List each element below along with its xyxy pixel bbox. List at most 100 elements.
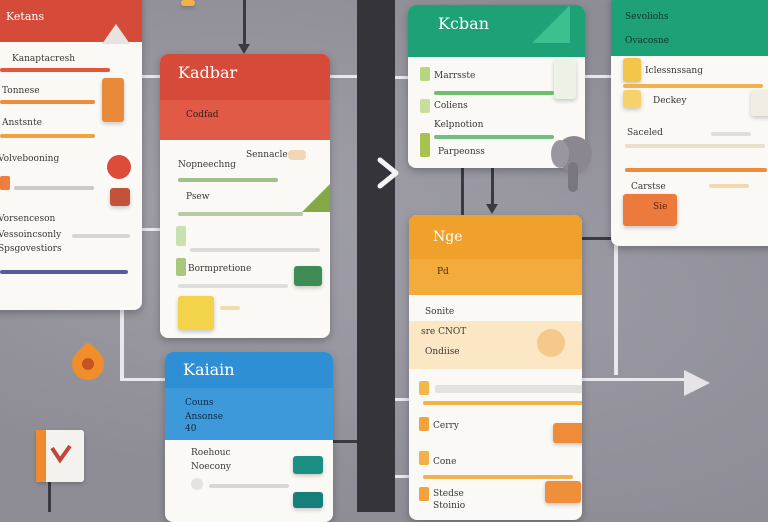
flag-icon bbox=[102, 24, 130, 44]
card-header: Kadbar Codfad bbox=[160, 54, 330, 140]
map-pin-icon bbox=[65, 341, 111, 408]
row-bar bbox=[178, 284, 288, 288]
card-title: Kaiain bbox=[183, 360, 235, 379]
row-bar bbox=[0, 68, 110, 72]
row-label: Kanaptacresh bbox=[12, 54, 76, 64]
folder-icon bbox=[293, 492, 323, 508]
connector bbox=[48, 480, 51, 512]
connector bbox=[395, 475, 411, 478]
card-red-left[interactable]: Ketans Kanaptacresh Tonnese Anstsnte Vol… bbox=[0, 0, 142, 310]
speech-bubble-icon bbox=[288, 150, 306, 160]
row-label: Parpeonss bbox=[438, 147, 485, 157]
row-bar bbox=[72, 234, 130, 238]
row-label: Sennacle bbox=[246, 150, 288, 160]
arrow-icon bbox=[684, 370, 710, 396]
note-card bbox=[181, 0, 195, 6]
row-bar bbox=[423, 401, 582, 405]
row-label: Ondiise bbox=[425, 347, 460, 357]
note-card bbox=[623, 90, 641, 108]
map-pin-icon bbox=[537, 329, 565, 357]
connector bbox=[333, 440, 363, 443]
row-chip bbox=[0, 176, 10, 190]
connector bbox=[582, 237, 612, 240]
card-header: Nge Pd bbox=[409, 215, 582, 295]
row-label: Cerry bbox=[433, 421, 459, 431]
row-chip bbox=[420, 133, 430, 157]
card-header: Sevoliohs Ovacosne bbox=[611, 0, 768, 56]
card-red-center[interactable]: Kadbar Codfad Sennacle Nopneechng Psew B… bbox=[160, 54, 330, 338]
row-bar bbox=[423, 475, 573, 479]
row-label: Psew bbox=[186, 192, 210, 202]
connector bbox=[395, 398, 411, 401]
row-bar bbox=[190, 248, 320, 252]
center-divider bbox=[357, 0, 395, 512]
row-label: Volvebooning bbox=[0, 154, 60, 164]
card-orange[interactable]: Nge Pd Sonite sre CNOT Ondiise Cerry Con… bbox=[409, 215, 582, 520]
row-bar bbox=[709, 184, 749, 188]
row-bar bbox=[623, 84, 763, 88]
flag-icon bbox=[532, 5, 570, 43]
row-label: Sonite bbox=[425, 307, 455, 317]
row-label: Nopneechng bbox=[178, 160, 236, 170]
row-bar bbox=[711, 132, 751, 136]
row-bar bbox=[0, 100, 95, 104]
elephant-icon bbox=[551, 136, 592, 192]
note-card bbox=[751, 90, 768, 116]
row-label: Deckey bbox=[653, 96, 687, 106]
row-label: Bormpretione bbox=[188, 264, 252, 274]
card-green-center[interactable]: Kcban Marrsste Coliens Kelpnotion Parpeo… bbox=[408, 5, 585, 168]
row-label: sre CNOT bbox=[421, 327, 467, 337]
row-label: Sie bbox=[653, 202, 668, 212]
card-green-right[interactable]: Sevoliohs Ovacosne Iclessnssang Deckey S… bbox=[611, 0, 768, 246]
connector bbox=[120, 310, 124, 380]
row-label: Tonnese bbox=[2, 86, 40, 96]
row-bar bbox=[209, 484, 289, 488]
row-label: Cone bbox=[433, 457, 457, 467]
row-label: Iclessnssang bbox=[645, 66, 703, 76]
row-chip bbox=[419, 451, 429, 465]
chevron-right-icon bbox=[377, 157, 399, 189]
card-title: Nge bbox=[433, 229, 463, 245]
avatar bbox=[191, 478, 203, 490]
row-label: Stoinio bbox=[433, 501, 466, 511]
connector bbox=[614, 245, 618, 375]
row-label: Roehouc bbox=[191, 448, 231, 458]
card-header: Kaiain Couns Ansonse 40 bbox=[165, 352, 333, 440]
row-bar bbox=[625, 168, 767, 172]
connector bbox=[395, 76, 409, 79]
arrow-down-icon bbox=[238, 44, 250, 54]
row-chip bbox=[176, 258, 186, 276]
connector bbox=[243, 0, 246, 50]
row-label: Stedse bbox=[433, 489, 464, 499]
note-card bbox=[623, 58, 641, 82]
row-chip bbox=[419, 487, 429, 501]
row-bar bbox=[178, 212, 303, 216]
row-label: Anstsnte bbox=[2, 118, 42, 128]
card-blue[interactable]: Kaiain Couns Ansonse 40 Roehouc Noecony bbox=[165, 352, 333, 522]
row-bar bbox=[434, 135, 554, 139]
folder-icon bbox=[293, 456, 323, 474]
connector bbox=[491, 168, 494, 210]
row-chip bbox=[419, 417, 429, 431]
card-subtitle: Codfad bbox=[186, 110, 219, 120]
card-subtitle: Couns bbox=[185, 398, 214, 408]
checkmark-icon bbox=[294, 266, 322, 286]
card-title: Sevoliohs bbox=[625, 12, 669, 22]
card-subtitle: Pd bbox=[437, 267, 449, 277]
row-bar bbox=[625, 144, 765, 148]
row-chip bbox=[420, 67, 430, 81]
note-card bbox=[554, 59, 576, 99]
row-bar bbox=[434, 91, 554, 95]
card-title: Kadbar bbox=[178, 63, 238, 82]
row-label: Coliens bbox=[434, 101, 468, 111]
connector bbox=[582, 378, 692, 381]
row-chip bbox=[419, 381, 429, 395]
row-label: Noecony bbox=[191, 462, 231, 472]
connector bbox=[461, 168, 464, 228]
note-card bbox=[178, 296, 214, 330]
row-label: Spsgovestiors bbox=[0, 244, 62, 254]
row-label: 40 bbox=[185, 424, 197, 434]
folder-icon bbox=[545, 481, 581, 503]
map-pin-icon bbox=[104, 152, 134, 182]
row-label: Carstse bbox=[631, 182, 666, 192]
